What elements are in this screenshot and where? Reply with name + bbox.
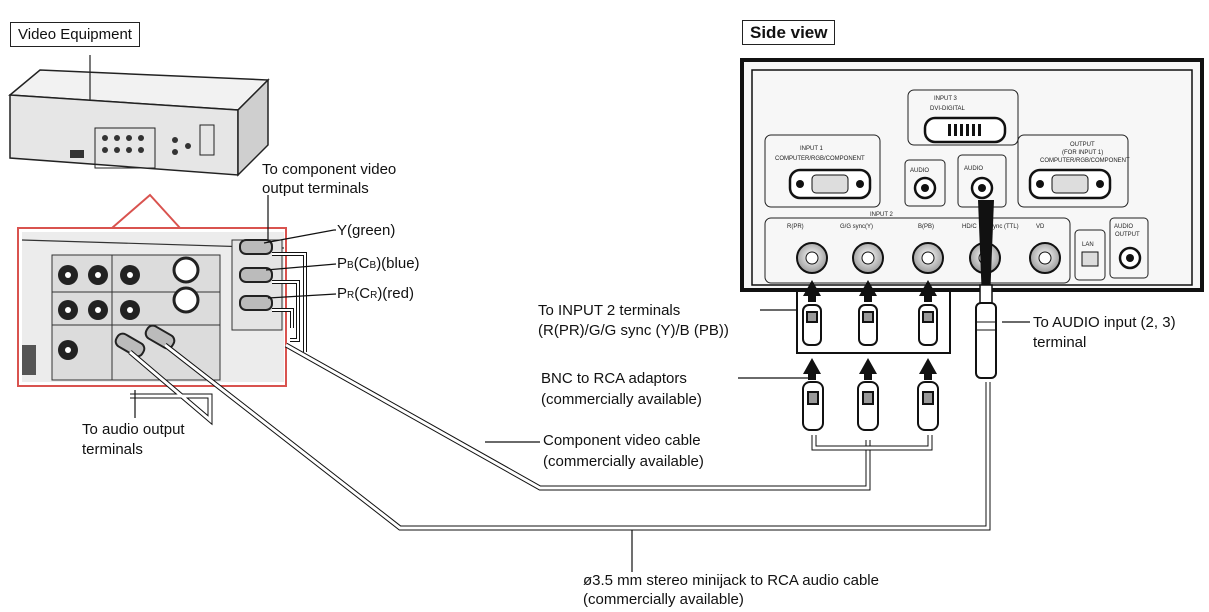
zoomed-rear-panel xyxy=(21,232,285,382)
to-component-label-line1: To component video xyxy=(262,161,397,178)
audio-output-label-line2: terminals xyxy=(82,441,143,458)
panel-input1-label: INPUT 1 xyxy=(800,146,824,152)
svg-text:(FOR INPUT 1): (FOR INPUT 1) xyxy=(1062,150,1103,156)
minijack-plug-icon xyxy=(975,200,997,379)
component-cable-label-line2: (commercially available) xyxy=(543,453,704,470)
audio-input-label-line1: To AUDIO input (2, 3) xyxy=(1033,314,1176,331)
bnc-adaptor-label-line2: (commercially available) xyxy=(541,391,702,408)
audio-output-label-line1: To audio output xyxy=(82,421,185,438)
panel-dvi-label: DVI-DIGITAL xyxy=(930,106,966,112)
video-equipment-device xyxy=(8,55,270,177)
to-input2-label-line1: To INPUT 2 terminals xyxy=(538,302,681,319)
svg-text:AUDIO: AUDIO xyxy=(964,166,983,172)
audio-cable xyxy=(128,343,991,531)
rca-plug-icon xyxy=(802,381,939,431)
svg-text:COMPUTER/RGB/COMPONENT: COMPUTER/RGB/COMPONENT xyxy=(1040,158,1130,164)
to-input2-label-line2: (R(PR)/G/G sync (Y)/B (PB)) xyxy=(538,322,729,339)
svg-text:INPUT 2: INPUT 2 xyxy=(870,212,894,218)
y-green-label: Y(green) xyxy=(337,222,396,239)
svg-text:sync (TTL): sync (TTL) xyxy=(990,224,1019,230)
to-component-label-line2: output terminals xyxy=(262,180,369,197)
svg-text:B(PB): B(PB) xyxy=(918,224,934,230)
svg-text:HD/C: HD/C xyxy=(962,224,977,230)
bnc-adaptor-icons xyxy=(802,304,938,346)
lan-icon xyxy=(1081,251,1099,267)
audio-input-label-line2: terminal xyxy=(1033,334,1087,351)
callout-lines xyxy=(134,195,1030,572)
svg-text:R(PR): R(PR) xyxy=(787,224,804,230)
pr-red-label: PR(CR)(red) xyxy=(337,285,414,302)
bnc-adaptor-label-line1: BNC to RCA adaptors xyxy=(541,370,687,387)
svg-text:LAN: LAN xyxy=(1082,242,1094,248)
component-cable-label-line1: Component video cable xyxy=(543,432,701,449)
side-view-label: Side view xyxy=(742,20,836,45)
svg-text:AUDIO: AUDIO xyxy=(910,168,929,174)
svg-text:VD: VD xyxy=(1036,224,1045,230)
up-arrows xyxy=(803,280,937,380)
video-equipment-label: Video Equipment xyxy=(10,22,140,47)
pb-blue-label: PB(CB)(blue) xyxy=(337,255,420,272)
component-video-cable xyxy=(272,252,933,491)
dvi-port-icon xyxy=(923,116,1007,144)
panel-input3-label: INPUT 3 xyxy=(934,96,958,102)
svg-text:AUDIO: AUDIO xyxy=(1114,224,1133,230)
projector-side-panel: INPUT 3 DVI-DIGITAL INPUT 1 COMPUTER/RGB… xyxy=(740,58,1204,292)
svg-text:G/G sync(Y): G/G sync(Y) xyxy=(840,224,873,230)
svg-text:OUTPUT: OUTPUT xyxy=(1070,142,1095,148)
minijack-cable-label-line2: (commercially available) xyxy=(583,591,744,608)
svg-text:OUTPUT: OUTPUT xyxy=(1115,232,1140,238)
panel-input1-sub: COMPUTER/RGB/COMPONENT xyxy=(775,156,865,162)
minijack-cable-label-line1: ø3.5 mm stereo minijack to RCA audio cab… xyxy=(583,572,879,589)
